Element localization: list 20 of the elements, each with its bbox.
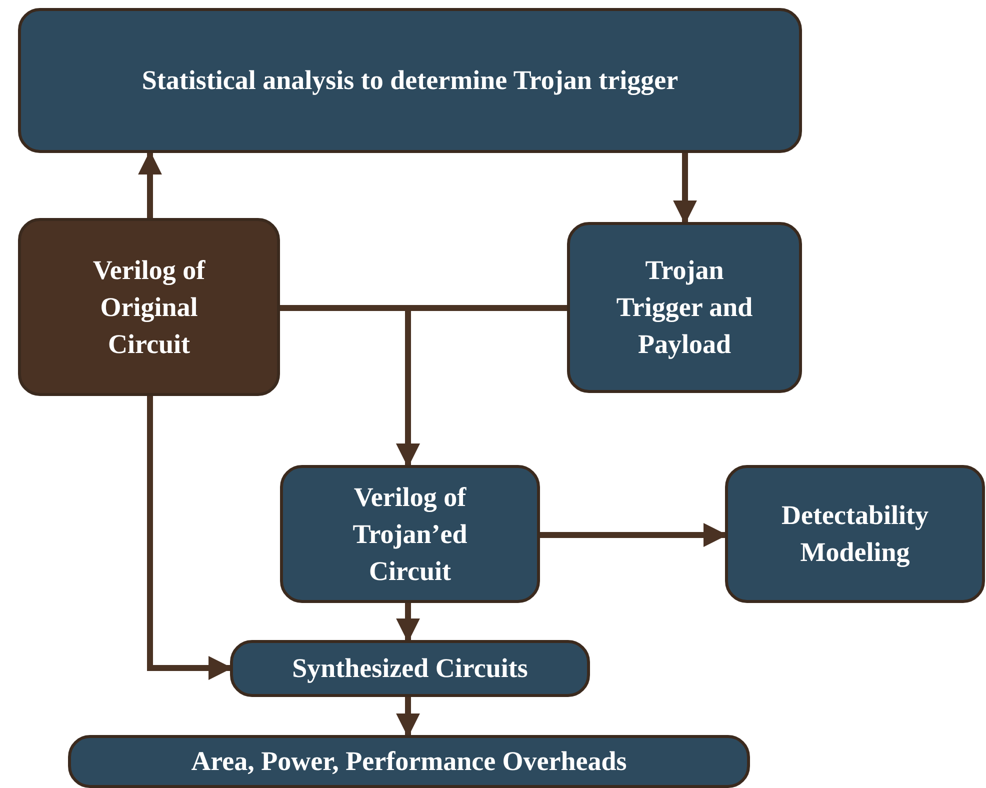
arrow [396, 603, 420, 642]
arrow [540, 523, 728, 547]
process-box [68, 735, 750, 788]
arrow [673, 153, 697, 224]
process-box [567, 222, 802, 393]
process-box [18, 8, 802, 153]
process-box [280, 465, 540, 603]
process-box [725, 465, 985, 603]
node-label: Verilog of Original Circuit [92, 254, 206, 360]
process-box [230, 640, 590, 697]
arrow [147, 396, 232, 680]
node-label: Statistical analysis to determine Trojan trigger [142, 64, 678, 97]
node-label: Detectability Modeling [780, 499, 930, 569]
node-label: Trojan Trigger and Payload [615, 254, 754, 361]
process-box [18, 218, 280, 396]
node-label: Area, Power, Performance Overheads [191, 745, 627, 778]
node-label: Verilog of Trojan’ed Circuit [352, 480, 468, 588]
arrow [138, 150, 162, 218]
arrow [396, 697, 420, 738]
node-label: Synthesized Circuits [292, 652, 528, 685]
